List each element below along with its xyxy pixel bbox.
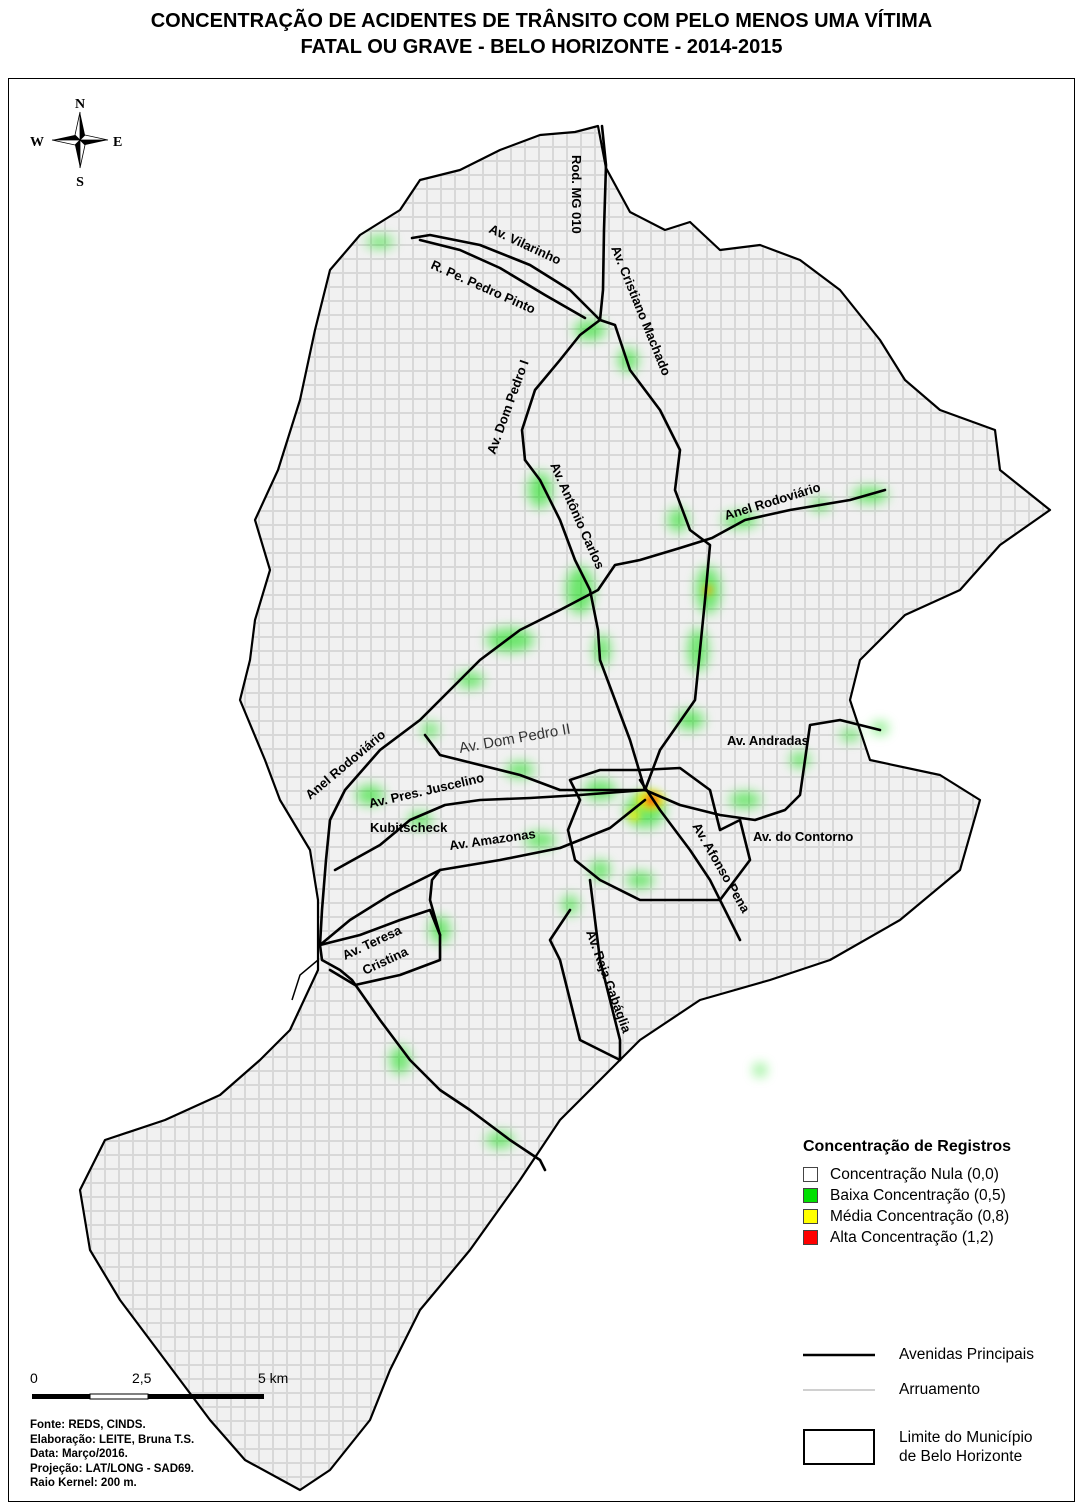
credit-date: Data: Março/2016.: [30, 1448, 128, 1460]
avenue-antonio-carlos: [523, 458, 647, 792]
compass-s: S: [76, 175, 84, 190]
map-credits: Fonte: REDS, CINDS. Elaboração: LEITE, B…: [30, 1418, 194, 1491]
label-mg010: Rod. MG 010: [569, 155, 584, 234]
map-frame: [8, 78, 1075, 1502]
legend-label-null: Concentração Nula (0,0): [830, 1165, 999, 1183]
map-title-line1: CONCENTRAÇÃO DE ACIDENTES DE TRÂNSITO CO…: [150, 10, 933, 32]
credit-author: Elaboração: LEITE, Bruna T.S.: [30, 1433, 195, 1446]
credit-kernel: Raio Kernel: 200 m.: [30, 1477, 137, 1489]
avenue-contorno: [566, 766, 752, 902]
boundary-inlet: [291, 959, 319, 1001]
avenue-vilarinho: [410, 233, 602, 322]
legend-title: Concentração de Registros: [803, 1138, 1012, 1155]
avenue-raja-gabaglia: [548, 878, 622, 1062]
compass-e: E: [113, 135, 122, 150]
legend-arruamento-line: [803, 1389, 875, 1391]
scale-end: 5 km: [258, 1370, 289, 1386]
scale-bar: 0 2,5 5 km: [30, 1370, 310, 1410]
map-title-line2: FATAL OU GRAVE - BELO HORIZONTE - 2014-2…: [300, 36, 783, 58]
legend-item-high: Alta Concentração (1,2): [803, 1227, 1073, 1248]
avenue-andradas: [643, 718, 882, 822]
avenue-afonso-pena: [638, 778, 742, 942]
legend-limite-label: Limite do Município de Belo Horizonte: [899, 1428, 1033, 1466]
legend-avenidas-label: Avenidas Principais: [899, 1346, 1034, 1363]
municipality-area: [80, 126, 1050, 1490]
legend-arruamento: Arruamento: [803, 1381, 980, 1399]
legend-arruamento-label: Arruamento: [899, 1381, 980, 1398]
legend-limite-box: [803, 1429, 875, 1465]
avenue-juscelino-kubitscheck: [333, 788, 647, 872]
swatch-high: [803, 1230, 818, 1245]
avenue-amazonas: [318, 798, 647, 947]
label-contorno: Av. do Contorno: [753, 829, 853, 844]
legend-item-null: Concentração Nula (0,0): [803, 1164, 1073, 1185]
municipality-boundary: [78, 124, 1052, 1492]
legend-item-low: Baixa Concentração (0,5): [803, 1185, 1073, 1206]
avenue-dom-pedro-i: [520, 318, 602, 462]
legend-label-medium: Média Concentração (0,8): [830, 1207, 1010, 1225]
legend-limite-line2: de Belo Horizonte: [899, 1448, 1023, 1465]
avenue-dom-pedro-ii: [423, 733, 647, 792]
compass-n: N: [75, 97, 85, 112]
legend-label-low: Baixa Concentração (0,5): [830, 1186, 1006, 1204]
avenue-mg010: [598, 124, 608, 322]
legend-avenidas: Avenidas Principais: [803, 1346, 1034, 1364]
credit-source: Fonte: REDS, CINDS.: [30, 1419, 146, 1431]
scale-zero: 0: [30, 1370, 38, 1386]
map-title: CONCENTRAÇÃO DE ACIDENTES DE TRÂNSITO CO…: [0, 8, 1083, 60]
legend-item-medium: Média Concentração (0,8): [803, 1206, 1073, 1227]
label-andradas: Av. Andradas: [727, 733, 809, 748]
label-jk-2: Kubitscheck: [370, 820, 448, 835]
main-avenues: [318, 124, 887, 1172]
legend-avenidas-line: [803, 1353, 875, 1357]
scale-mid: 2,5: [132, 1370, 152, 1386]
legend-label-high: Alta Concentração (1,2): [830, 1228, 994, 1246]
swatch-medium: [803, 1209, 818, 1224]
swatch-low: [803, 1188, 818, 1203]
swatch-null: [803, 1167, 818, 1182]
avenue-cristiano-machado: [598, 318, 712, 792]
compass-w: W: [30, 135, 44, 150]
legend: Concentração de Registros Concentração N…: [803, 1138, 1073, 1248]
legend-limite-line1: Limite do Município: [899, 1429, 1033, 1446]
compass-rose: N S E W: [30, 97, 122, 190]
scale-bar-graphic: [32, 1393, 264, 1400]
credit-projection: Projeção: LAT/LONG - SAD69.: [30, 1462, 195, 1475]
avenue-pedro-pinto: [418, 238, 587, 320]
avenue-via-leste: [428, 868, 442, 937]
legend-limite: Limite do Município de Belo Horizonte: [803, 1428, 1033, 1466]
avenue-anel-rodoviario: [318, 488, 887, 1172]
